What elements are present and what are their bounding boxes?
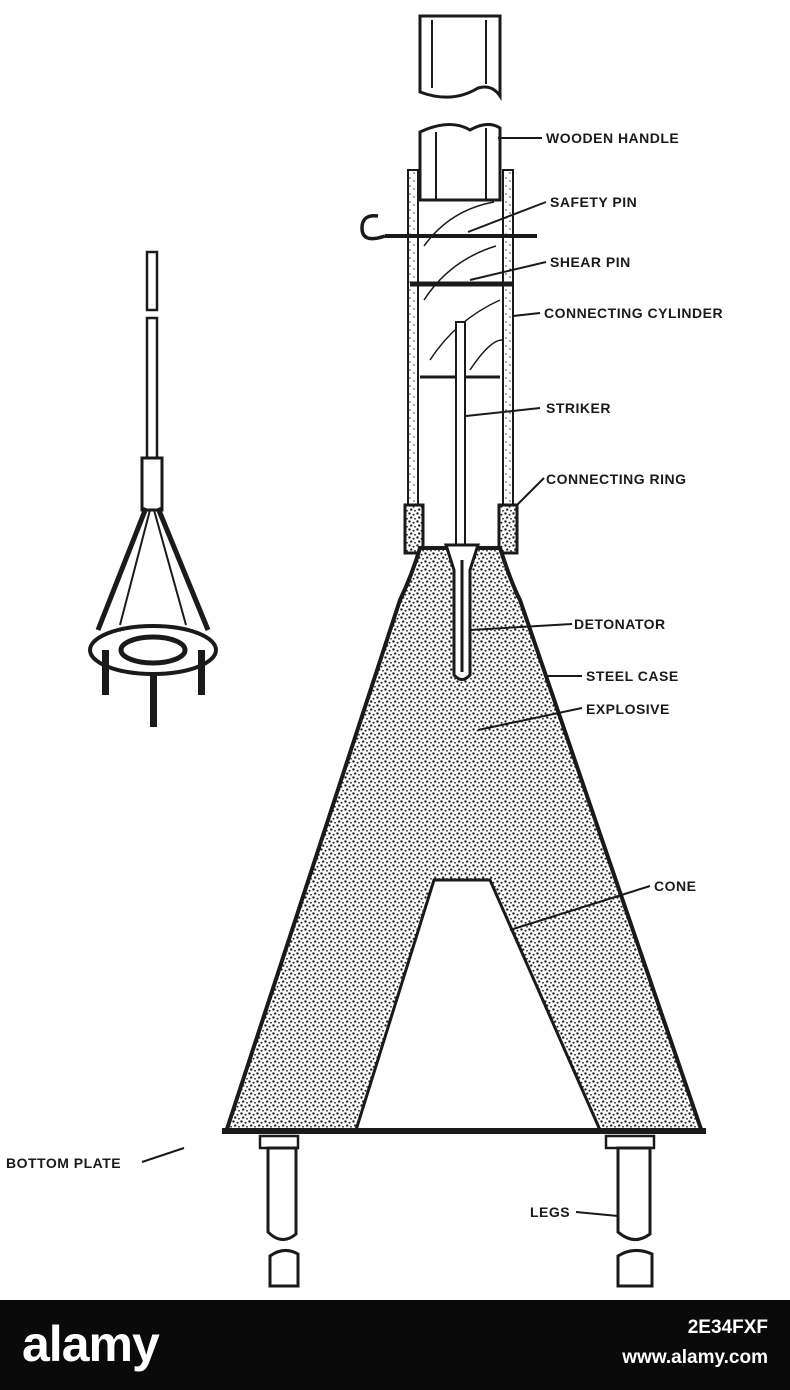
label-explosive: EXPLOSIVE <box>586 701 670 717</box>
leg-left <box>258 1134 300 1288</box>
label-bottom-plate: BOTTOM PLATE <box>6 1155 121 1171</box>
leg-right <box>604 1134 656 1288</box>
leader-cone <box>509 885 651 931</box>
label-detonator: DETONATOR <box>574 616 666 632</box>
label-connecting-ring: CONNECTING RING <box>546 471 687 487</box>
legs <box>258 1134 656 1288</box>
label-striker: STRIKER <box>546 400 611 416</box>
leader-shear-pin <box>469 261 547 281</box>
section-view <box>222 14 706 1288</box>
leader-bottom-plate <box>141 1147 185 1163</box>
leader-lines <box>141 137 651 1217</box>
leader-safety-pin <box>467 201 547 233</box>
assembly-strut-right <box>155 507 211 631</box>
image-id: 2E34FXF <box>687 1317 768 1338</box>
assembly-leg-center <box>150 672 157 727</box>
label-wooden-handle: WOODEN HANDLE <box>546 130 679 146</box>
watermark-bar: alamy 2E34FXF www.alamy.com <box>0 1300 790 1390</box>
assembly-base-hole <box>118 634 188 666</box>
leader-connecting-cylinder <box>512 312 541 317</box>
assembly-strut-inner-left <box>119 509 151 626</box>
leader-explosive <box>477 707 583 731</box>
alamy-logo: alamy <box>22 1316 160 1372</box>
assembly-leg-left <box>102 650 109 695</box>
mine-diagram: WOODEN HANDLE SAFETY PIN SHEAR PIN CONNE… <box>6 14 723 1288</box>
bottom-plate <box>222 1128 706 1134</box>
assembly-collar <box>140 456 164 512</box>
label-legs: LEGS <box>530 1204 570 1220</box>
leader-legs <box>575 1211 619 1217</box>
label-safety-pin: SAFETY PIN <box>550 194 637 210</box>
assembly-strut-left <box>95 507 149 631</box>
site-url: www.alamy.com <box>622 1347 768 1368</box>
wooden-handle <box>418 123 503 371</box>
leader-striker <box>465 407 541 417</box>
labels: WOODEN HANDLE SAFETY PIN SHEAR PIN CONNE… <box>6 130 723 1220</box>
leader-connecting-ring <box>515 477 545 507</box>
handle-stub <box>418 14 502 101</box>
label-steel-case: STEEL CASE <box>586 668 679 684</box>
label-connecting-cylinder: CONNECTING CYLINDER <box>544 305 723 321</box>
label-cone: CONE <box>654 878 696 894</box>
safety-pin <box>360 214 537 241</box>
assembly-leg-right <box>198 650 205 695</box>
detonator <box>443 543 481 681</box>
assembly-strut-inner-right <box>153 509 187 626</box>
assembly-handle-upper <box>145 250 159 312</box>
connecting-ring <box>403 503 519 555</box>
assembly-handle-lower <box>145 316 159 465</box>
leader-detonator <box>469 623 573 631</box>
label-shear-pin: SHEAR PIN <box>550 254 631 270</box>
assembly-view <box>88 250 218 727</box>
